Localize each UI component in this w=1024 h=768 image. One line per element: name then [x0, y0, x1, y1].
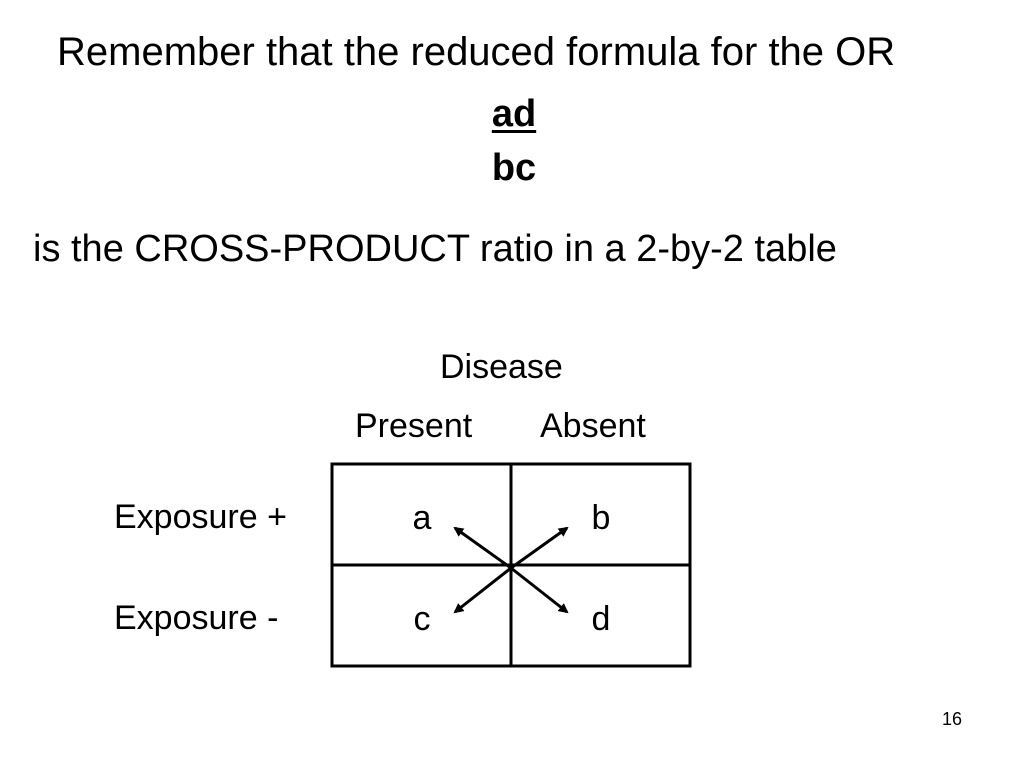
cell-d: d — [592, 600, 611, 638]
page-number: 16 — [941, 709, 962, 729]
arrow-to-d — [510, 566, 569, 614]
formula-numerator: ad — [491, 93, 537, 135]
arrow-to-c — [453, 566, 512, 614]
row-label-exposure-minus: Exposure - — [114, 599, 279, 637]
cell-a: a — [413, 499, 432, 537]
cell-c: c — [414, 600, 431, 638]
arrow-to-b — [510, 526, 569, 570]
row-label-exposure-plus: Exposure + — [114, 498, 287, 536]
arrow-to-a — [453, 526, 512, 570]
cell-b: b — [592, 499, 611, 537]
slide-title: Remember that the reduced formula for th… — [57, 30, 896, 74]
column-label-absent: Absent — [540, 407, 646, 445]
formula-denominator: bc — [491, 147, 537, 189]
column-label-present: Present — [355, 407, 473, 445]
slide-subtitle: is the CROSS-PRODUCT ratio in a 2-by-2 t… — [33, 228, 837, 270]
column-group-label: Disease — [440, 348, 563, 386]
